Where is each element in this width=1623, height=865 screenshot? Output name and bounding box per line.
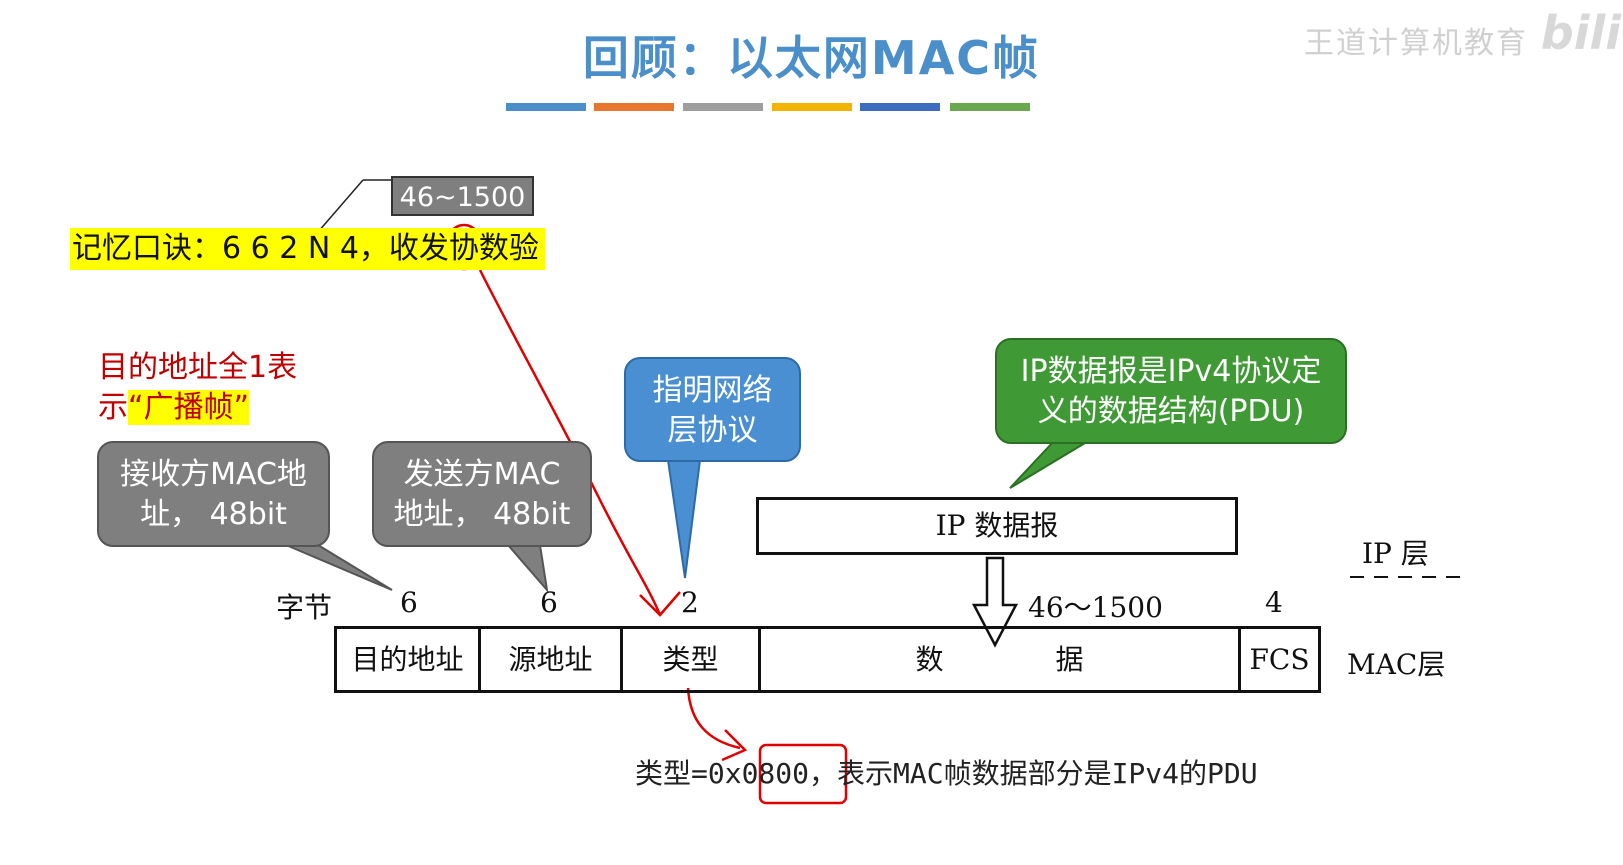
byte-header-label: 字节 — [276, 591, 333, 624]
broadcast-note-prefix: 示 — [98, 390, 128, 425]
ip-callout-line1: IP数据报是IPv4协议定 — [1020, 354, 1322, 389]
ip-datagram-callout: IP数据报是IPv4协议定 义的数据结构(PDU) — [995, 338, 1347, 444]
frame-field-type: 类型 — [623, 629, 761, 690]
byte-size-data: 46～1500 — [1028, 591, 1163, 624]
receiver-callout-line2: 址， 48bit — [140, 497, 287, 532]
ip-callout-line2: 义的数据结构(PDU) — [1037, 394, 1305, 429]
frame-field-fcs: FCS — [1249, 643, 1310, 676]
data-range-box: 46~1500 — [391, 176, 534, 216]
sender-address-callout: 发送方MAC 地址， 48bit — [372, 441, 592, 547]
header-bar-4 — [772, 103, 852, 111]
receiver-callout-line1: 接收方MAC地 — [120, 457, 307, 492]
receiver-address-callout: 接收方MAC地 址， 48bit — [97, 441, 330, 547]
sender-callout-line1: 发送方MAC — [403, 457, 561, 492]
mnemonic-label: 记忆口诀：6 6 2 N 4，收发协数验 — [70, 228, 545, 270]
bilibili-logo: bili — [1540, 6, 1621, 60]
byte-size-dest: 6 — [400, 586, 418, 619]
type-callout-line2: 层协议 — [667, 413, 758, 448]
header-bar-3 — [683, 103, 763, 111]
frame-field-src-address: 源地址 — [481, 629, 623, 690]
type-value-note: 类型=0x0800，表示MAC帧数据部分是IPv4的PDU — [635, 757, 1258, 790]
broadcast-note-line1: 目的地址全1表 — [98, 350, 298, 385]
frame-field-dest-address: 目的地址 — [337, 629, 481, 690]
type-callout: 指明网络 层协议 — [624, 357, 801, 462]
header-bar-6 — [950, 103, 1030, 111]
byte-size-type: 2 — [681, 586, 699, 619]
sender-callout-line2: 地址， 48bit — [393, 497, 571, 532]
ip-datagram-box: IP 数据报 — [756, 497, 1238, 555]
ip-layer-label: IP 层 — [1362, 537, 1429, 570]
page-title: 回顾：以太网MAC帧 — [582, 31, 1041, 85]
mac-frame: 目的地址 源地址 类型 数 据 FCS — [334, 626, 1321, 693]
type-callout-line1: 指明网络 — [652, 373, 773, 408]
watermark-text: 王道计算机教育 — [1304, 26, 1528, 61]
header-bar-5 — [860, 103, 940, 111]
mac-layer-label: MAC层 — [1347, 648, 1446, 681]
frame-field-data: 数 据 — [761, 629, 1241, 690]
byte-size-fcs: 4 — [1265, 586, 1283, 619]
header-bar-1 — [506, 103, 586, 111]
broadcast-note-line2: 示“广播帧” — [98, 388, 297, 428]
byte-size-src: 6 — [540, 586, 558, 619]
broadcast-frame-highlight: “广播帧” — [128, 390, 250, 425]
header-bar-2 — [594, 103, 674, 111]
broadcast-note: 目的地址全1表 示“广播帧” — [98, 348, 297, 428]
